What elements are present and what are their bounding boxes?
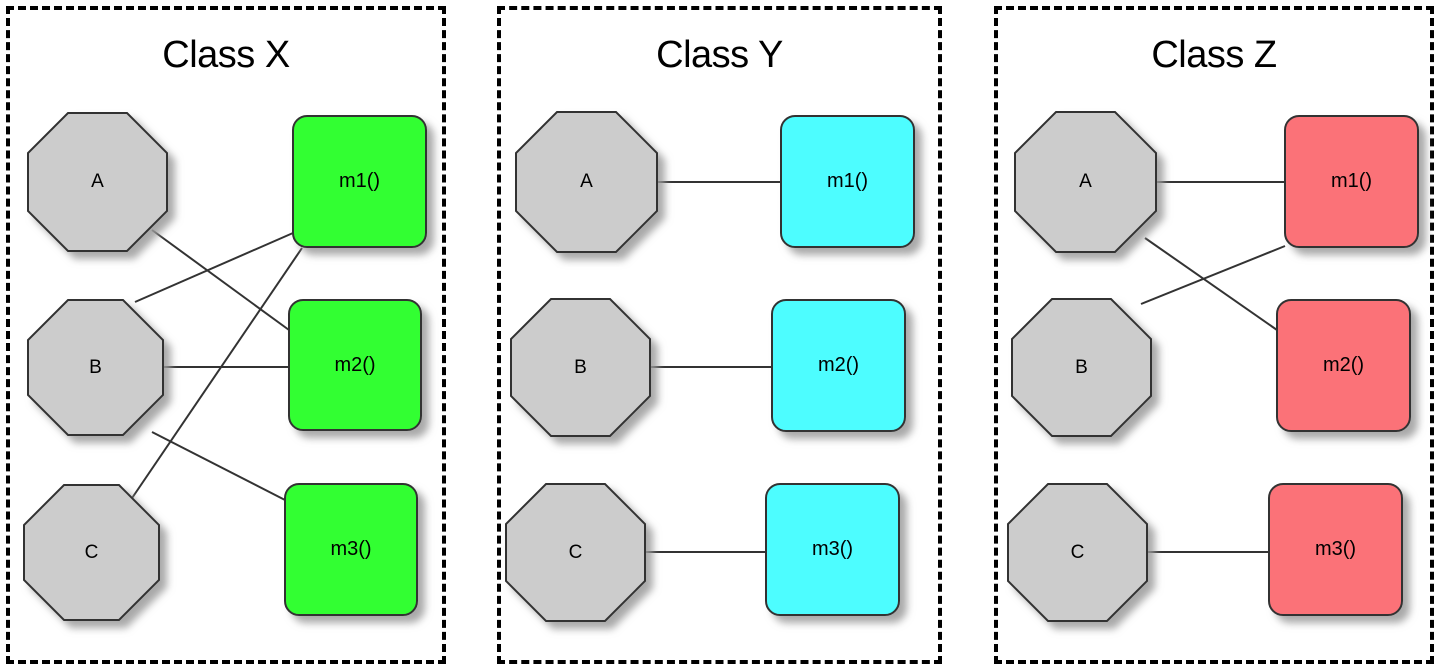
panel-class-z: Class Z (994, 6, 1434, 664)
panel-title-class-z: Class Z (1151, 34, 1277, 76)
panel-class-x: Class X (6, 6, 446, 664)
panel-title-class-x: Class X (162, 34, 290, 76)
panel-class-y: Class Y (497, 6, 942, 664)
panel-title-class-y: Class Y (656, 34, 783, 76)
